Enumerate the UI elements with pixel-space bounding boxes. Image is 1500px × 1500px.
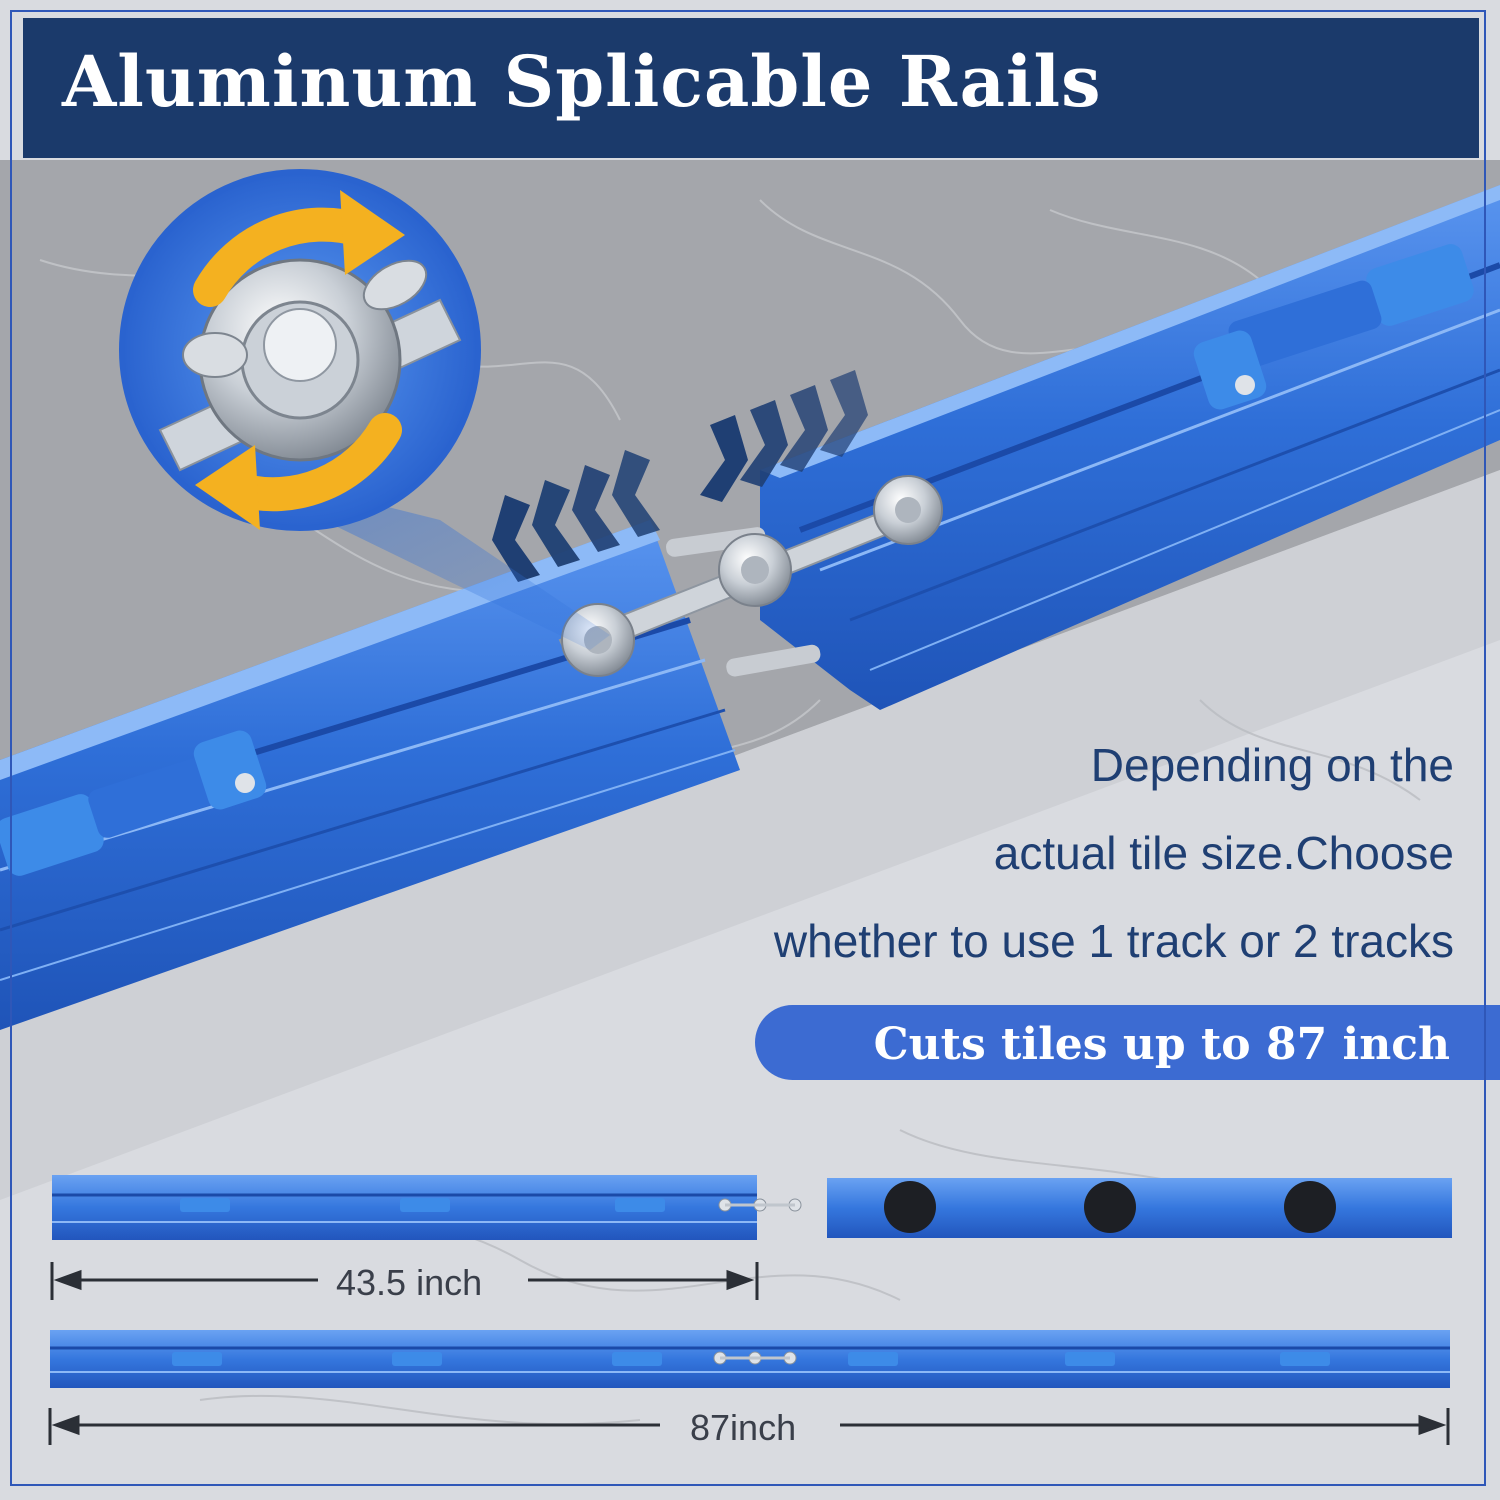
chevrons-left-icon	[700, 370, 868, 502]
rotate-arrows-icon	[193, 190, 405, 530]
page-title: Aluminum Splicable Rails	[62, 40, 1102, 123]
description-line-2: actual tile size.Choose	[993, 827, 1454, 879]
description-line-3: whether to use 1 track or 2 tracks	[773, 915, 1454, 967]
description-line-1: Depending on the	[1090, 739, 1454, 791]
max-length-badge-text: Cuts tiles up to 87 inch	[873, 1019, 1450, 1070]
title-banner	[23, 18, 1479, 158]
chevrons-right-icon	[492, 450, 660, 582]
max-length-badge: Cuts tiles up to 87 inch	[755, 1005, 1500, 1080]
long-rail-dimension: 87inch	[690, 1407, 797, 1448]
short-rail-dimension: 43.5 inch	[336, 1262, 483, 1303]
